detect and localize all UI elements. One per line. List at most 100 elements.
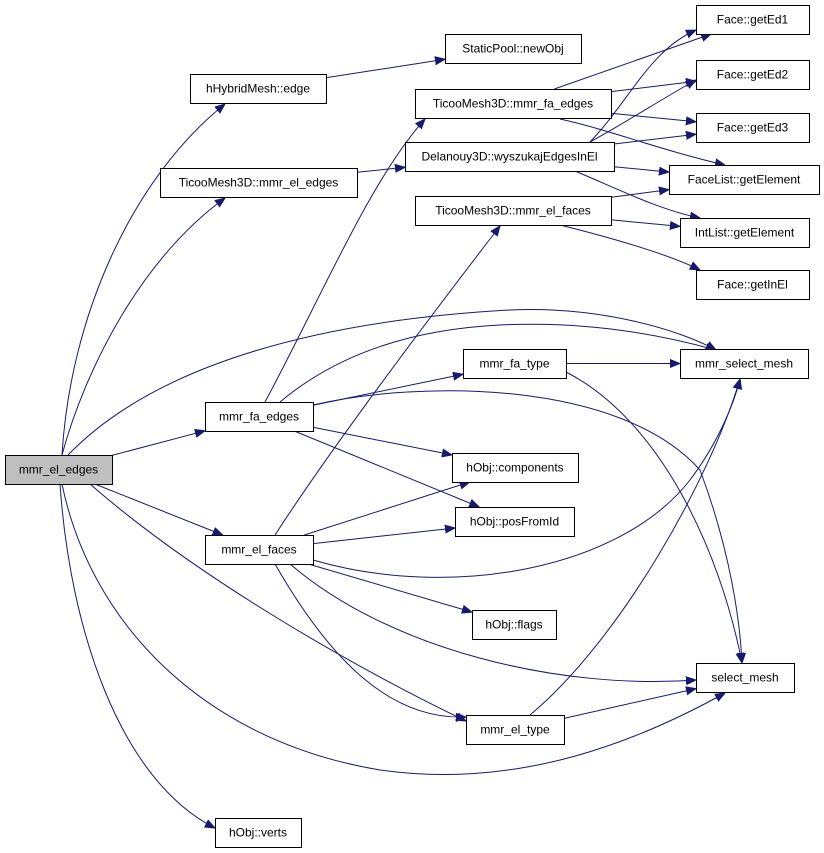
root-function-node[interactable]: mmr_el_edges [5, 455, 113, 485]
function-node[interactable]: mmr_el_type [466, 715, 565, 745]
function-node[interactable]: TicooMesh3D::mmr_el_edges [160, 168, 358, 198]
node-box [669, 165, 820, 195]
function-node[interactable]: Face::getEd3 [696, 113, 810, 143]
node-label: hObj::posFromId [470, 515, 559, 529]
edge-n13-to-n16 [312, 426, 452, 455]
edge-line [67, 309, 716, 456]
node-label: IntList::getElement [695, 226, 795, 240]
edge-line [589, 30, 696, 143]
edge-line [563, 689, 696, 719]
edge-n0-to-n22 [59, 483, 215, 828]
function-node[interactable]: StaticPool::newObj [445, 34, 582, 64]
edge-line [559, 224, 700, 270]
function-node[interactable]: hObj::posFromId [455, 507, 575, 537]
function-node[interactable]: Face::getEd2 [696, 60, 810, 90]
function-node[interactable]: hHybridMesh::edge [190, 74, 327, 104]
edge-n18-to-n17 [312, 528, 455, 545]
edge-line [61, 198, 225, 456]
node-box [415, 196, 612, 226]
edge-n5-to-n7 [554, 34, 711, 90]
edge-n18-to-n19 [308, 563, 472, 612]
edge-n21-to-n20 [563, 689, 696, 719]
edge-line [304, 482, 469, 536]
edge-n0-to-n1 [61, 104, 225, 456]
node-box [472, 610, 557, 640]
node-label: TicooMesh3D::mmr_fa_edges [433, 97, 593, 111]
node-label: mmr_fa_type [479, 357, 549, 371]
function-node[interactable]: mmr_select_mesh [680, 349, 809, 379]
node-label: hObj::flags [485, 618, 542, 632]
edge-line [312, 426, 452, 455]
node-box [680, 218, 810, 248]
function-node[interactable]: mmr_fa_type [463, 349, 567, 379]
edge-line [111, 431, 205, 456]
edge-line [279, 323, 716, 403]
function-node[interactable]: TicooMesh3D::mmr_el_faces [415, 196, 612, 226]
node-box [696, 5, 810, 35]
function-node[interactable]: Face::getInEl [696, 270, 810, 300]
edge-n18-to-n16 [304, 482, 469, 536]
edge-line [89, 483, 466, 721]
node-label: mmr_el_type [480, 723, 550, 737]
edge-line [274, 563, 466, 717]
edge-line [554, 34, 711, 90]
node-box [445, 34, 582, 64]
edge-line [529, 379, 740, 716]
function-node[interactable]: hObj::components [452, 453, 579, 483]
edge-n4-to-n10 [613, 166, 669, 172]
edge-n1-to-n2 [325, 59, 445, 79]
edge-n4-to-n8 [589, 80, 696, 143]
edge-line [589, 80, 696, 143]
node-label: Delanouy3D::wyszukajEdgesInEl [421, 150, 597, 164]
node-label: Face::getInEl [717, 278, 788, 292]
node-box [696, 270, 810, 300]
node-label: mmr_el_faces [221, 543, 296, 557]
edge-line [94, 483, 223, 535]
edge-n5-to-n8 [610, 81, 696, 93]
function-node[interactable]: select_mesh [696, 663, 795, 693]
edge-n4-to-n9 [613, 134, 696, 145]
node-label: Face::getEd2 [717, 68, 789, 82]
function-node[interactable]: hObj::flags [472, 610, 557, 640]
edge-n18-to-n6 [274, 226, 500, 536]
edge-n6-to-n10 [610, 190, 669, 198]
node-box [696, 60, 810, 90]
edge-n13-to-n5 [264, 119, 425, 403]
edge-line [289, 563, 696, 682]
function-node[interactable]: IntList::getElement [680, 218, 810, 248]
node-box [5, 455, 113, 485]
edge-n14-to-n20 [565, 371, 742, 663]
edge-line [325, 59, 445, 79]
function-node[interactable]: hObj::verts [215, 818, 302, 848]
edge-line [613, 134, 696, 145]
node-box [215, 818, 302, 848]
node-box [696, 113, 810, 143]
node-box [455, 507, 575, 537]
function-node[interactable]: FaceList::getElement [669, 165, 820, 195]
edges [59, 30, 742, 828]
function-node[interactable]: TicooMesh3D::mmr_fa_edges [415, 89, 612, 119]
edge-n0-to-n3 [61, 198, 225, 456]
edge-n0-to-n18 [94, 483, 223, 535]
edge-line [610, 219, 680, 227]
edge-line [308, 563, 472, 612]
node-label: mmr_el_edges [19, 463, 98, 477]
edge-n13-to-n17 [294, 430, 479, 507]
node-label: hObj::components [466, 461, 563, 475]
function-node[interactable]: mmr_el_faces [205, 535, 314, 565]
edge-line [61, 104, 225, 456]
edge-line [312, 528, 455, 545]
node-box [205, 402, 314, 432]
node-box [680, 349, 809, 379]
node-label: StaticPool::newObj [462, 42, 563, 56]
node-box [463, 349, 567, 379]
edge-line [61, 483, 725, 776]
function-node[interactable]: Face::getEd1 [696, 5, 810, 35]
function-node[interactable]: Delanouy3D::wyszukajEdgesInEl [405, 142, 615, 172]
function-node[interactable]: mmr_fa_edges [205, 402, 314, 432]
edge-line [559, 118, 725, 165]
edge-n5-to-n9 [610, 112, 696, 122]
edge-n18-to-n20 [289, 563, 696, 682]
node-label: select_mesh [711, 671, 778, 685]
edge-line [59, 483, 215, 828]
